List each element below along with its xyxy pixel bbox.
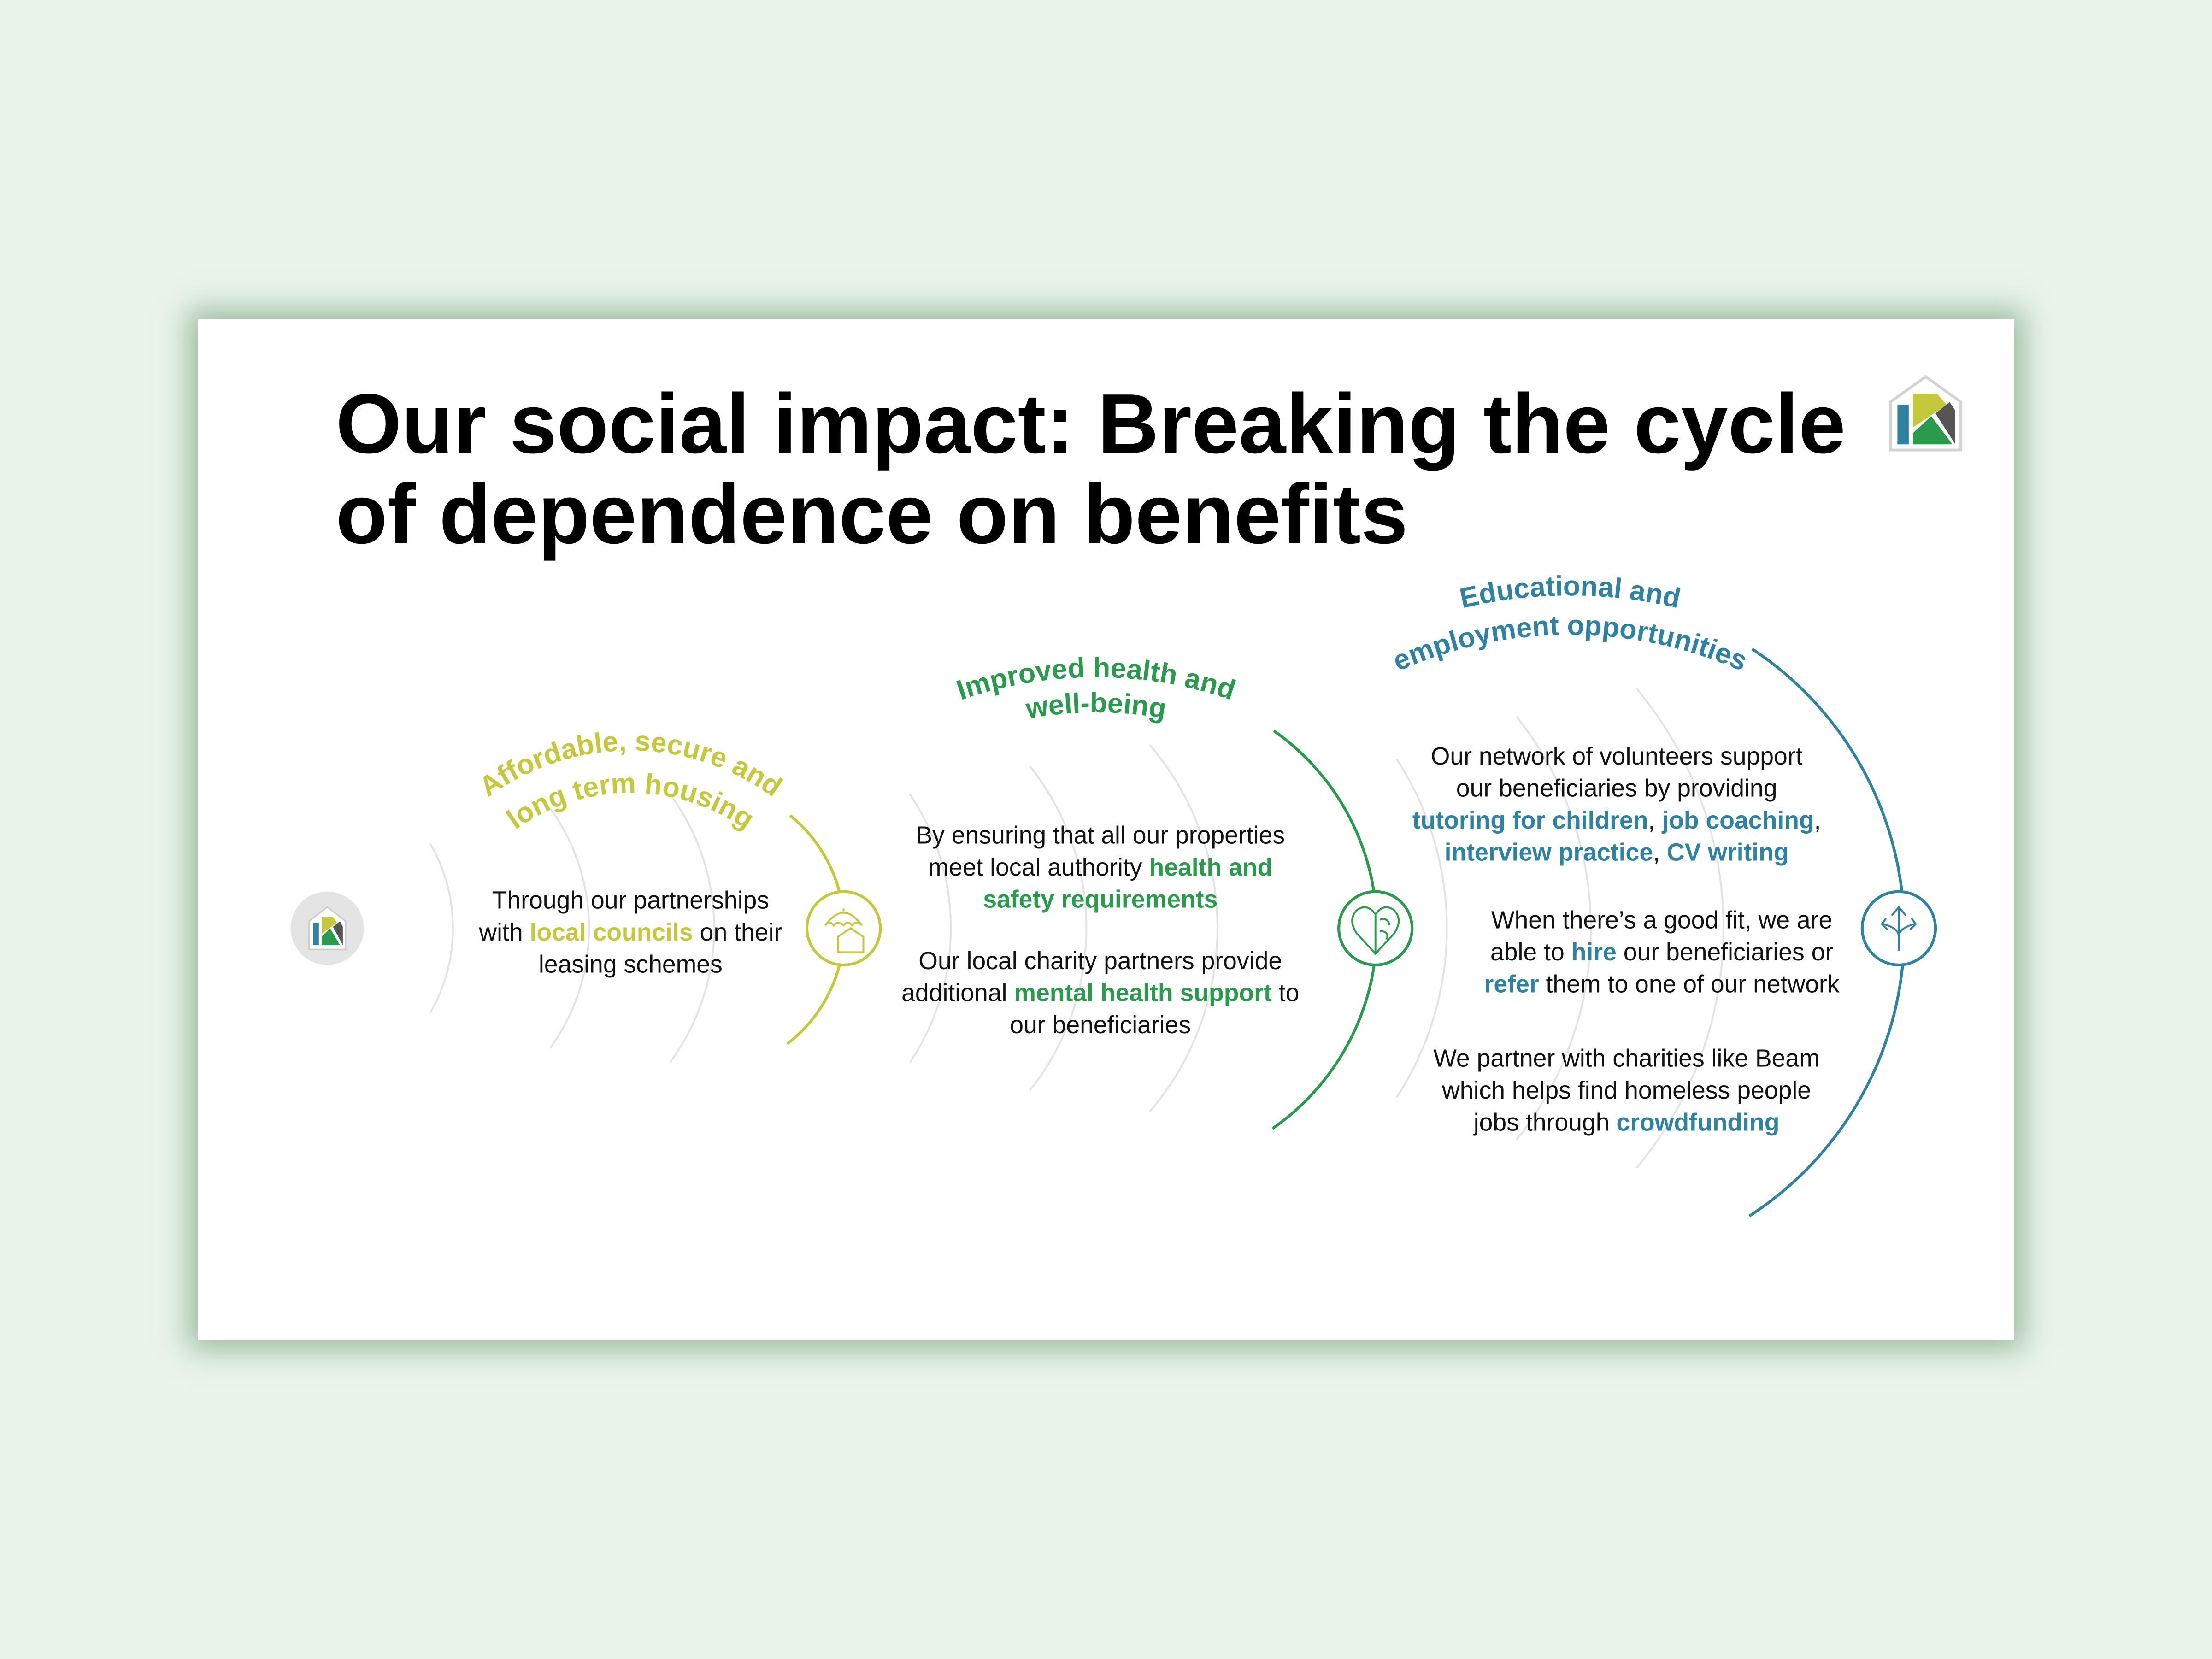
body-text: to xyxy=(1272,980,1300,1007)
body-text: By ensuring that all our properties xyxy=(916,822,1285,849)
faint-arc xyxy=(549,807,590,1049)
highlight-text: safety requirements xyxy=(983,886,1218,913)
paragraph-line: tutoring for children, job coaching, xyxy=(1412,807,1821,834)
health-paragraph-1: By ensuring that all our properties meet … xyxy=(916,822,1285,913)
paragraph-line: meet local authority health and xyxy=(928,854,1272,881)
body-text: our beneficiaries or xyxy=(1617,939,1833,966)
faint-arc xyxy=(669,794,715,1063)
body-text: which helps find homeless people xyxy=(1441,1077,1811,1104)
faint-arc xyxy=(429,843,454,1013)
education-paragraph-3: We partner with charities like Beam which… xyxy=(1433,1045,1819,1136)
umbrella-house-icon xyxy=(805,890,882,966)
paragraph-line: interview practice, CV writing xyxy=(1445,839,1789,866)
faint-arc xyxy=(1635,688,1724,1169)
highlight-text: health and xyxy=(1149,854,1272,881)
body-text: , xyxy=(1814,807,1821,834)
body-text: We partner with charities like Beam xyxy=(1433,1045,1819,1072)
highlight-text: job coaching xyxy=(1661,807,1814,834)
paragraph-line: We partner with charities like Beam xyxy=(1433,1045,1819,1072)
paragraph-line: which helps find homeless people xyxy=(1441,1077,1811,1104)
body-text: jobs through xyxy=(1473,1109,1617,1136)
paragraph-line: When there’s a good fit, we are xyxy=(1491,906,1832,934)
highlight-text: hire xyxy=(1571,939,1617,966)
highlight-text: CV writing xyxy=(1667,839,1789,866)
health-heading-line-2: well-being xyxy=(1023,687,1169,724)
paragraph-line: Our network of volunteers support xyxy=(1431,743,1803,770)
body-text: Our network of volunteers support xyxy=(1431,743,1803,770)
paragraph-line: our beneficiaries by providing xyxy=(1456,775,1777,802)
highlight-text: refer xyxy=(1484,971,1539,998)
education-heading-line-1: Educational and xyxy=(1457,570,1683,614)
body-text: additional xyxy=(901,980,1014,1007)
diverging-arrows-icon xyxy=(1860,890,1937,966)
body-text: , xyxy=(1648,807,1662,834)
faint-arcs xyxy=(429,688,1724,1169)
faint-arc xyxy=(909,794,952,1063)
body-text: our beneficiaries by providing xyxy=(1456,775,1777,802)
paragraph-line: safety requirements xyxy=(983,886,1218,913)
housing-heading-line-2: long term housing xyxy=(501,767,760,835)
paragraph-line: Our local charity partners provide xyxy=(918,947,1282,975)
paragraph-line: leasing schemes xyxy=(539,951,723,978)
highlight-text: crowdfunding xyxy=(1616,1109,1779,1136)
start-logo-icon xyxy=(290,891,364,965)
body-text: Our local charity partners provide xyxy=(918,947,1282,975)
body-text: our beneficiaries xyxy=(1010,1012,1191,1039)
body-text: leasing schemes xyxy=(539,951,723,978)
education-paragraph-2: When there’s a good fit, we are able to h… xyxy=(1484,906,1840,998)
paragraph-line: jobs through crowdfunding xyxy=(1473,1109,1780,1136)
slide xyxy=(198,319,2014,1340)
highlight-text: interview practice xyxy=(1445,839,1653,866)
page-title-line-1: Our social impact: Breaking the cycle xyxy=(336,377,1846,471)
paragraph-line: additional mental health support to xyxy=(901,980,1299,1007)
highlight-text: tutoring for children xyxy=(1412,807,1648,834)
education-heading-line-2: employment opportunities xyxy=(1388,609,1752,677)
body-text: with xyxy=(478,919,529,946)
page-title-line-2: of dependence on benefits xyxy=(336,467,1408,561)
education-paragraph-1: Our network of volunteers support our ben… xyxy=(1412,743,1821,866)
housing-paragraph-1: Through our partnerships with local counc… xyxy=(478,887,782,978)
faint-arc xyxy=(1395,758,1448,1098)
paragraph-line: refer them to one of our network xyxy=(1484,971,1840,998)
highlight-text: mental health support xyxy=(1014,980,1272,1007)
body-text: meet local authority xyxy=(928,854,1149,881)
paragraph-line: with local councils on their xyxy=(478,919,782,946)
paragraph-line: Through our partnerships xyxy=(492,887,769,914)
highlight-text: local councils xyxy=(530,919,693,946)
health-paragraph-2: Our local charity partners provide additi… xyxy=(901,947,1299,1039)
paragraph-line: our beneficiaries xyxy=(1010,1012,1191,1039)
paragraph-line: able to hire our beneficiaries or xyxy=(1490,939,1833,966)
body-text: Through our partnerships xyxy=(492,887,769,914)
k-house-logo-icon xyxy=(1888,375,1963,452)
body-text: , xyxy=(1653,839,1667,866)
body-text: on their xyxy=(693,919,782,946)
body-text: them to one of our network xyxy=(1539,971,1840,998)
faint-arc xyxy=(1516,716,1592,1141)
faint-arc xyxy=(1029,765,1088,1091)
heart-brain-icon xyxy=(1337,890,1414,966)
body-text: able to xyxy=(1490,939,1571,966)
faint-arc xyxy=(1149,744,1218,1112)
body-text: When there’s a good fit, we are xyxy=(1491,906,1832,934)
paragraph-line: By ensuring that all our properties xyxy=(916,822,1285,849)
